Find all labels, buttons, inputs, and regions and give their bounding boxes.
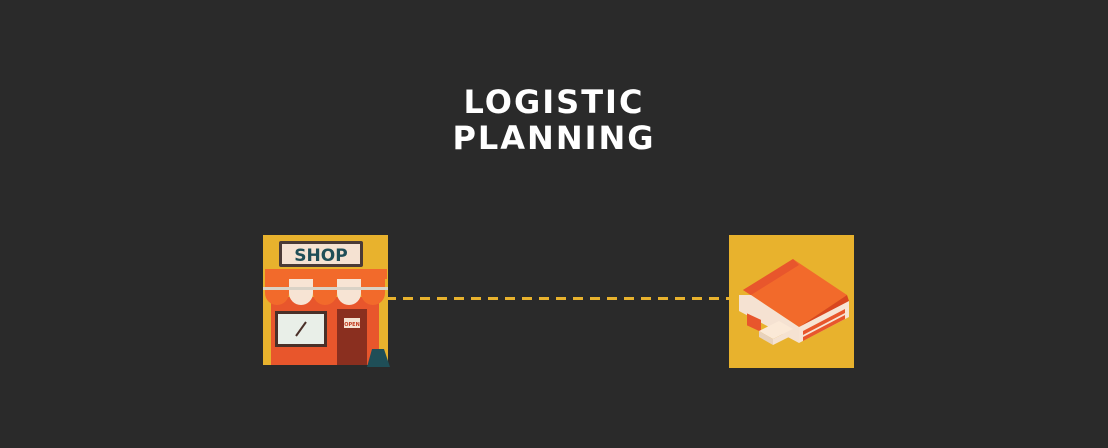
title-line-2: PLANNING [452, 119, 656, 157]
title-line-1: LOGISTIC [463, 83, 645, 121]
route-connector [386, 297, 732, 300]
shop-door-sign: OPEN [344, 322, 360, 328]
page-title: LOGISTIC PLANNING [0, 84, 1108, 156]
shop-tile: SHOP OPEN [263, 235, 390, 368]
shop-icon: SHOP OPEN [263, 241, 390, 368]
shop-sign-text: SHOP [294, 246, 347, 266]
warehouse-icon [739, 259, 849, 345]
warehouse-tile [729, 235, 854, 368]
